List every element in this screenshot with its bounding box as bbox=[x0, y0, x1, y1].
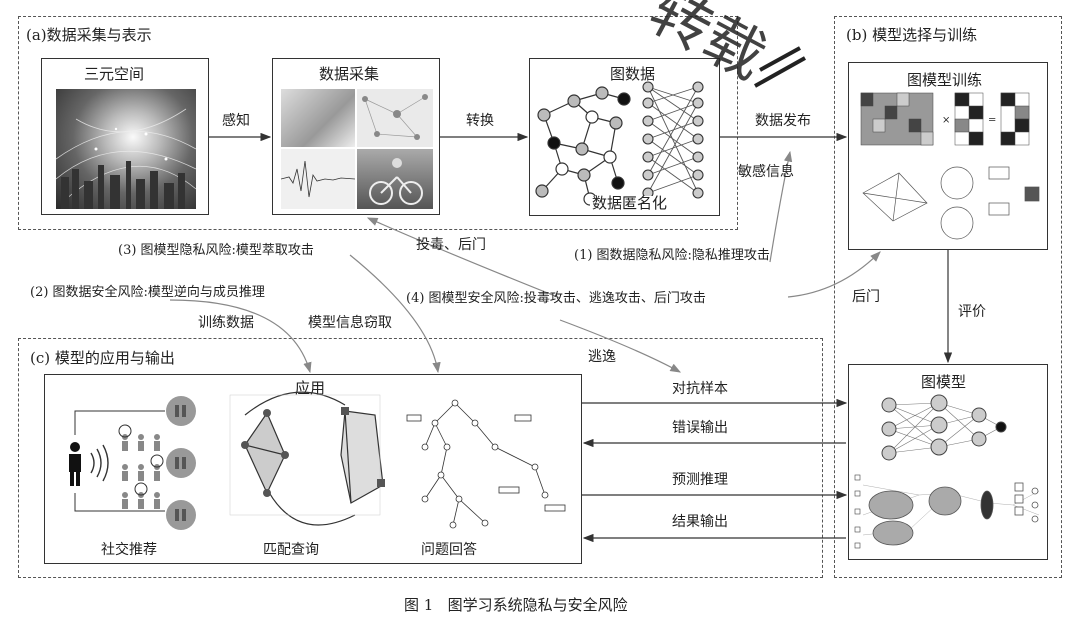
section-a-title: (a)数据采集与表示 bbox=[26, 26, 152, 44]
training-diagram: ×= bbox=[860, 92, 1040, 240]
risk-3-label: (3) 图模型隐私风险:模型萃取攻击 bbox=[118, 243, 314, 258]
graph-data-box: 图数据 数据匿名化 bbox=[529, 58, 720, 216]
risk-1-label: (1) 图数据隐私风险:隐私推理攻击 bbox=[574, 248, 770, 263]
risk-4-label: (4) 图模型安全风险:投毒攻击、逃逸攻击、后门攻击 bbox=[406, 291, 706, 306]
network-image bbox=[357, 89, 433, 147]
seismograph-image bbox=[281, 149, 355, 209]
question-answering-figure bbox=[406, 399, 566, 529]
wrong-output-label: 错误输出 bbox=[672, 420, 728, 436]
ternary-space-box: 三元空间 bbox=[41, 58, 209, 215]
backdoor-label: 后门 bbox=[852, 289, 880, 305]
predict-label: 预测推理 bbox=[672, 472, 728, 488]
evade-label: 逃逸 bbox=[588, 349, 616, 365]
result-output-label: 结果输出 bbox=[672, 514, 728, 530]
anonymization-label: 数据匿名化 bbox=[590, 194, 670, 212]
sense-label: 感知 bbox=[222, 113, 250, 129]
ternary-space-label: 三元空间 bbox=[84, 65, 145, 83]
graph-model-training-box: 图模型训练 ×= bbox=[848, 62, 1048, 250]
data-collection-box: 数据采集 bbox=[272, 58, 440, 215]
application-diagram bbox=[69, 391, 566, 530]
question-answering-label: 问题回答 bbox=[421, 542, 477, 558]
model-steal-label: 模型信息窃取 bbox=[308, 315, 392, 331]
poison-backdoor-label: 投毒、后门 bbox=[416, 237, 486, 253]
social-recommendation-label: 社交推荐 bbox=[101, 542, 157, 558]
evaluate-label: 评价 bbox=[958, 304, 986, 320]
graph-model-box: 图模型 bbox=[848, 364, 1048, 560]
cyclist-image bbox=[357, 149, 433, 209]
match-query-label: 匹配查询 bbox=[263, 542, 319, 558]
sensitive-label: 敏感信息 bbox=[738, 164, 794, 180]
match-query-figure bbox=[229, 391, 384, 526]
graph-model-label: 图模型 bbox=[921, 373, 967, 391]
risk-2-label: (2) 图数据安全风险:模型逆向与成员推理 bbox=[30, 285, 265, 300]
application-box: 应用 bbox=[44, 374, 582, 564]
section-c-title: (c) 模型的应用与输出 bbox=[30, 349, 175, 367]
city-network-image bbox=[56, 89, 196, 209]
graph-model-training-label: 图模型训练 bbox=[907, 71, 983, 89]
graph-model-diagram bbox=[854, 394, 1040, 549]
section-b-title: (b) 模型选择与训练 bbox=[846, 26, 978, 44]
adversarial-label: 对抗样本 bbox=[672, 381, 728, 397]
map-image bbox=[281, 89, 355, 147]
data-collection-label: 数据采集 bbox=[319, 65, 380, 83]
poison-backdoor-curve bbox=[366, 217, 561, 299]
graph-data-diagram bbox=[535, 81, 704, 206]
convert-label: 转换 bbox=[466, 113, 494, 129]
social-recommendation-figure bbox=[69, 396, 196, 530]
publish-label: 数据发布 bbox=[755, 113, 811, 129]
svg-text:×: × bbox=[942, 115, 950, 126]
graph-data-label: 图数据 bbox=[610, 65, 656, 83]
figure-caption: 图 1 图学习系统隐私与安全风险 bbox=[404, 596, 628, 614]
train-data-label: 训练数据 bbox=[198, 315, 254, 331]
svg-text:=: = bbox=[988, 115, 996, 126]
